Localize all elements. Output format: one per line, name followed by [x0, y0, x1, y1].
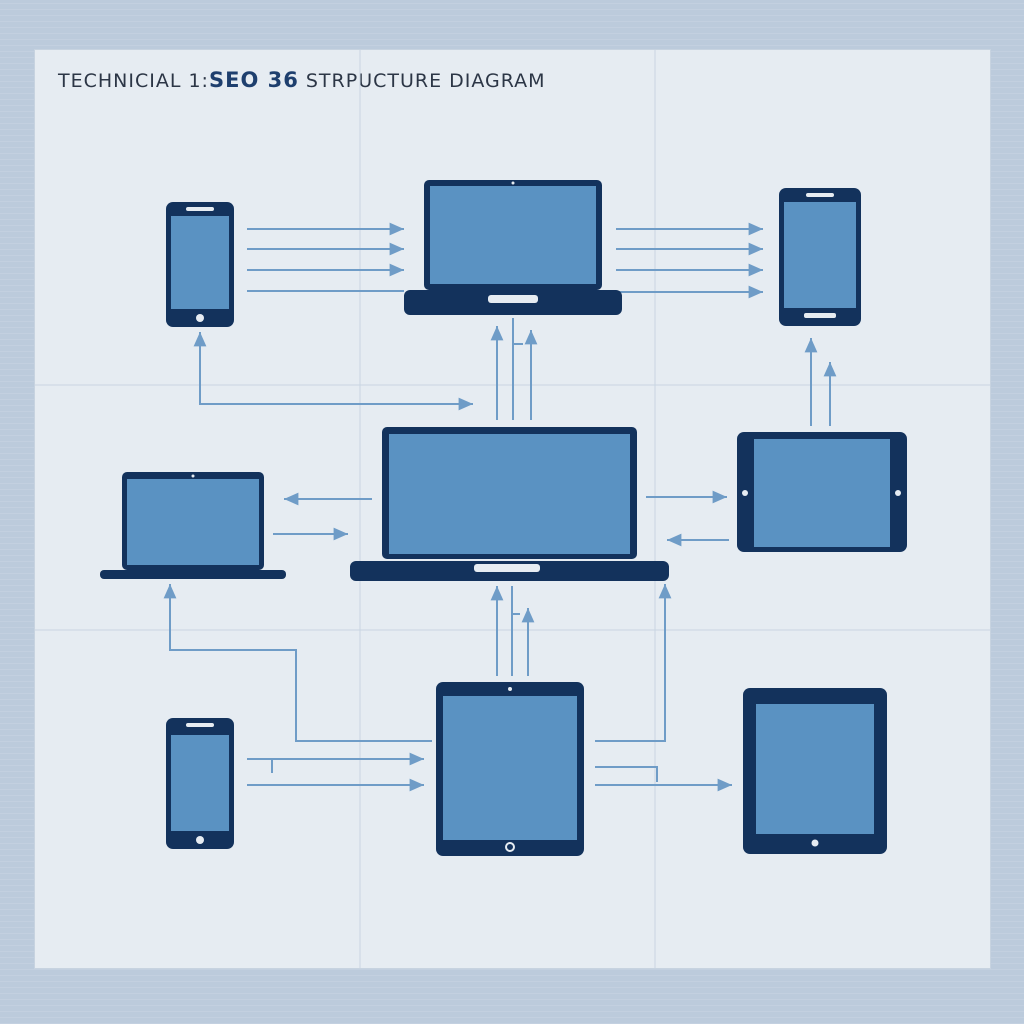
- title-highlight: SEO 36: [208, 68, 299, 92]
- laptop-center-hub: [350, 427, 669, 581]
- arrow-laptop-ml-elbow: [163, 584, 432, 742]
- arrow-phone-tl-elbow: [193, 332, 473, 411]
- tablet-middle-right: [737, 432, 907, 552]
- diagram-title: TECHNICIAL 1:SEO 36 STRPUCTURE DIAGRAM: [58, 68, 546, 92]
- devices: [100, 180, 907, 856]
- phone-top-left: [166, 202, 234, 327]
- title-suffix: STRPUCTURE DIAGRAM: [305, 70, 546, 92]
- phone-top-right: [779, 188, 861, 326]
- tablet-bottom-center: [436, 682, 584, 856]
- laptop-middle-left: [100, 472, 286, 579]
- connectors: [163, 222, 837, 792]
- phone-bottom-left: [166, 718, 234, 849]
- arrow-tablet-bc-to-hub-elbow: [595, 584, 672, 742]
- laptop-top-center: [404, 180, 622, 315]
- tablet-bottom-right: [743, 688, 887, 854]
- arrow-tablet-bc-to-tablet-br-1: [595, 766, 658, 782]
- title-prefix: TECHNICIAL 1:: [58, 70, 209, 92]
